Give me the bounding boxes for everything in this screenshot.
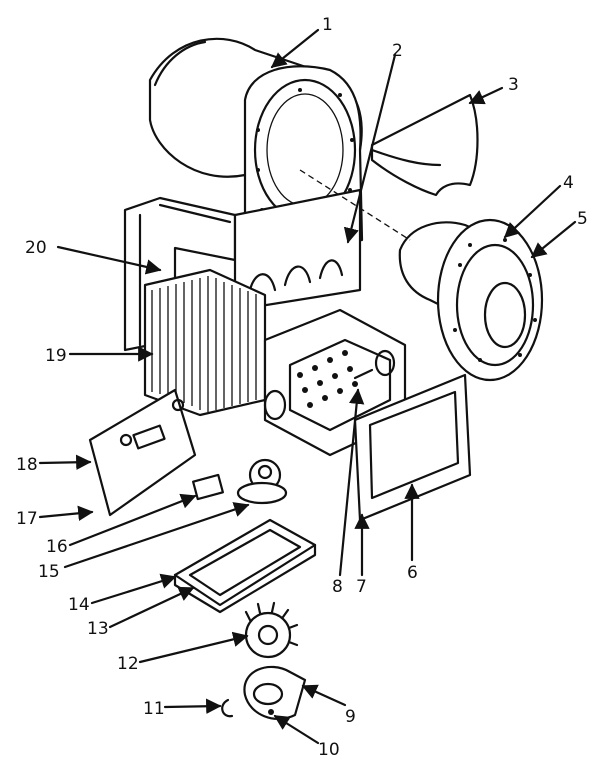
callout-4: 4 [563,173,574,193]
part-18-panel [88,388,197,517]
alignment-line [299,169,411,241]
callout-11: 11 [143,699,165,719]
callout-13: 13 [87,619,109,639]
part-13-14-base-tray [173,518,317,614]
callout-19: 19 [45,346,67,366]
callout-16: 16 [46,537,68,557]
part-15-16-17-motor-group [192,458,288,505]
callout-labels: 1 2 3 4 5 6 7 8 9 10 11 12 13 14 15 16 1… [16,15,588,760]
leader-lines [38,28,577,745]
callout-10: 10 [318,740,340,760]
callout-7: 7 [356,577,367,597]
part-10-11-fasteners [221,698,274,718]
part-12-impeller [244,601,299,659]
callout-2: 2 [392,41,403,61]
callout-15: 15 [38,562,60,582]
callout-14: 14 [68,595,90,615]
callout-5: 5 [577,209,588,229]
part-3-shield [370,93,479,197]
part-9-plate [243,665,307,720]
callout-18: 18 [16,455,38,475]
callout-8: 8 [332,577,343,597]
callout-9: 9 [345,707,356,727]
callout-3: 3 [508,75,519,95]
part-19-fin-block [143,268,267,417]
callout-12: 12 [117,654,139,674]
part-6-gasket [353,373,472,522]
part-4-5-burner-head [398,218,544,382]
callout-17: 17 [16,509,38,529]
callout-6: 6 [407,563,418,583]
callout-1: 1 [322,15,333,35]
callout-20: 20 [25,238,47,258]
